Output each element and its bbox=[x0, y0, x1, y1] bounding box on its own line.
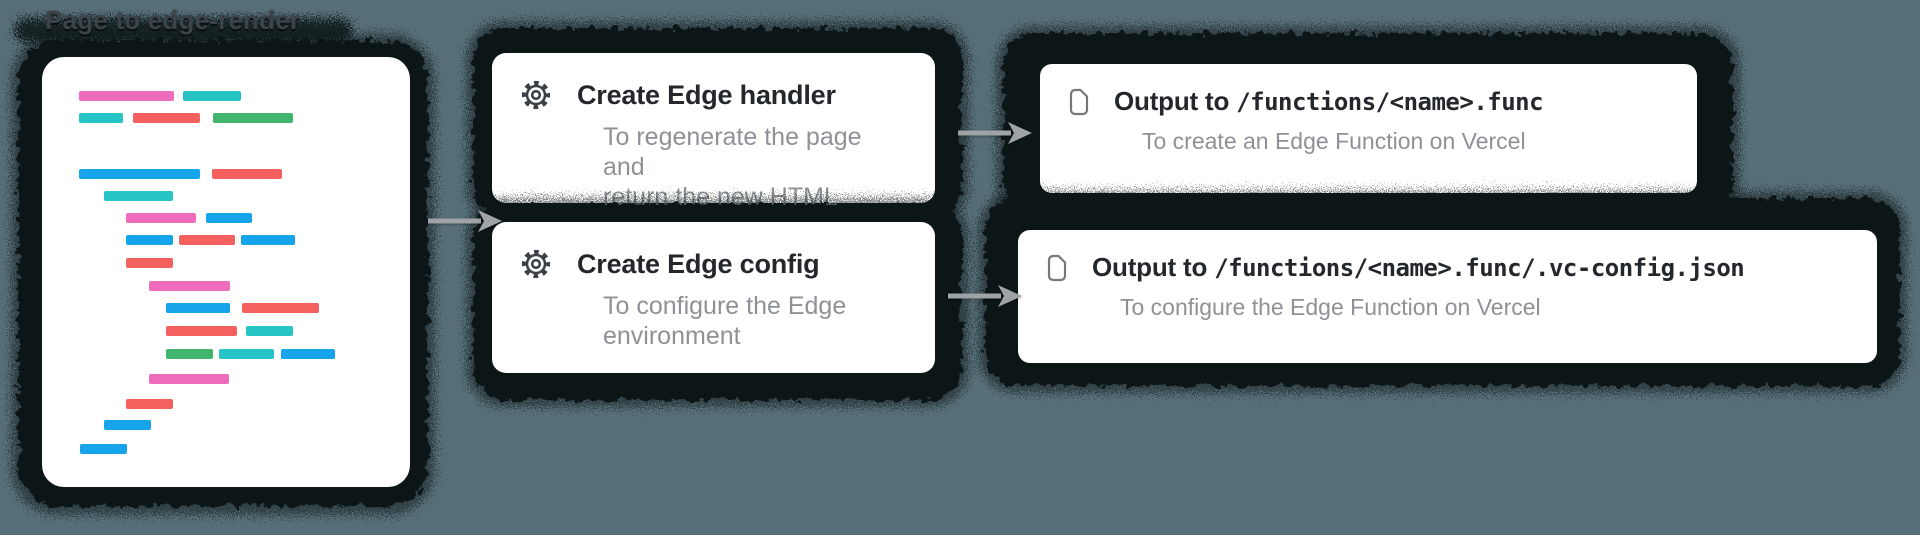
card-title: Output to /functions/<name>.func/.vc-con… bbox=[1092, 252, 1745, 283]
code-line-segment bbox=[213, 113, 293, 123]
code-line-segment bbox=[126, 258, 173, 268]
code-line-segment bbox=[281, 349, 335, 359]
code-line-segment bbox=[104, 420, 151, 430]
code-line-segment bbox=[179, 235, 235, 245]
card-description: To configure the Edge environment bbox=[603, 291, 907, 351]
card-title: Create Edge handler bbox=[577, 80, 836, 110]
code-line-segment bbox=[79, 113, 123, 123]
code-line-segment bbox=[212, 169, 282, 179]
code-line-segment bbox=[183, 91, 241, 101]
code-line-segment bbox=[126, 399, 173, 409]
code-line-segment bbox=[246, 326, 293, 336]
flow-arrow-config-to-output bbox=[948, 285, 1022, 307]
gear-icon bbox=[521, 249, 551, 279]
code-line-segment bbox=[166, 349, 213, 359]
step-card-config: Create Edge config To configure the Edge… bbox=[492, 222, 935, 373]
flow-arrow-handler-to-output bbox=[958, 122, 1032, 144]
description-line: To regenerate the page and bbox=[603, 123, 862, 181]
file-icon bbox=[1069, 88, 1089, 115]
description-line: environment bbox=[603, 322, 741, 350]
code-line-segment bbox=[242, 303, 319, 313]
flow-arrow-code-to-steps bbox=[428, 210, 502, 232]
card-title: Output to /functions/<name>.func bbox=[1114, 86, 1544, 117]
code-line-segment bbox=[166, 326, 237, 336]
output-path: /functions/<name>.func/.vc-config.json bbox=[1214, 254, 1745, 282]
output-prefix: Output to bbox=[1114, 86, 1237, 116]
code-line-segment bbox=[79, 91, 174, 101]
card-description: To create an Edge Function on Vercel bbox=[1142, 128, 1526, 154]
step-card-handler: Create Edge handler To regenerate the pa… bbox=[492, 53, 935, 211]
page-title: Page to edge-render bbox=[45, 5, 301, 35]
description-line: To configure the Edge bbox=[603, 292, 847, 320]
code-line-segment bbox=[149, 281, 230, 291]
code-line-segment bbox=[126, 213, 196, 223]
output-path: /functions/<name>.func bbox=[1236, 88, 1544, 116]
code-line-segment bbox=[206, 213, 252, 223]
code-card bbox=[42, 57, 410, 487]
code-line-segment bbox=[133, 113, 200, 123]
output-card-config: Output to /functions/<name>.func/.vc-con… bbox=[1018, 230, 1877, 363]
code-line-segment bbox=[80, 444, 127, 454]
code-line-segment bbox=[79, 169, 200, 179]
card-description: To configure the Edge Function on Vercel bbox=[1120, 294, 1541, 320]
code-line-segment bbox=[126, 235, 173, 245]
file-icon bbox=[1047, 254, 1067, 281]
gear-icon bbox=[521, 80, 551, 110]
output-card-func: Output to /functions/<name>.func To crea… bbox=[1040, 64, 1697, 193]
code-line-segment bbox=[241, 235, 295, 245]
code-line-segment bbox=[219, 349, 274, 359]
code-line-segment bbox=[166, 303, 230, 313]
output-prefix: Output to bbox=[1092, 252, 1215, 282]
card-title: Create Edge config bbox=[577, 249, 820, 279]
code-line-segment bbox=[104, 191, 173, 201]
code-line-segment bbox=[149, 374, 229, 384]
